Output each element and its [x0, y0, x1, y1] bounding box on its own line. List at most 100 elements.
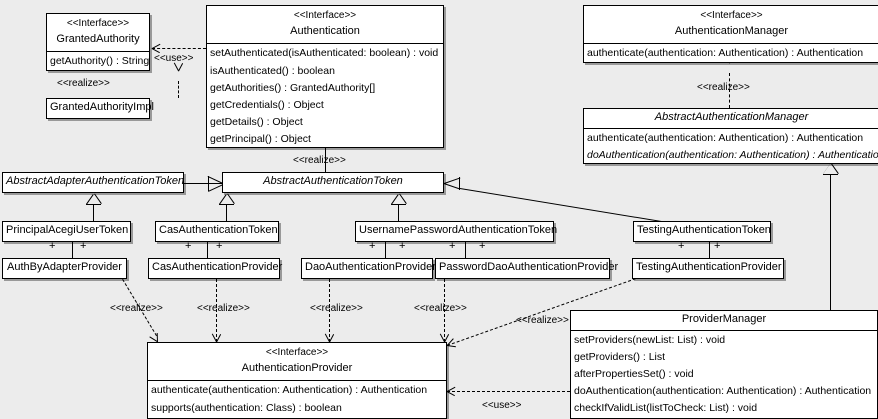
- class-box-authentication-provider[interactable]: <<Interface>> AuthenticationProvider aut…: [147, 342, 447, 419]
- operation-row: afterPropertiesSet() : void: [574, 368, 694, 381]
- realize-connector-password-dao-provider: [444, 279, 445, 342]
- operation-row: isAuthenticated() : boolean: [210, 64, 335, 77]
- class-name-label: TestingAuthenticationToken: [637, 224, 771, 236]
- multiplicity-marker: +: [678, 240, 685, 252]
- generalization-arrowhead: [823, 164, 837, 174]
- class-name-label: GrantedAuthorityImpl: [50, 101, 154, 113]
- class-header-authentication-provider: <<Interface>> AuthenticationProvider: [148, 343, 446, 380]
- realize-label-cas-provider: <<realize>>: [197, 303, 250, 314]
- class-box-principal-acegi-user-token[interactable]: PrincipalAcegiUserToken: [2, 221, 131, 242]
- class-header-cas-authentication-provider: CasAuthenticationProvider: [149, 259, 282, 278]
- generalization-connector-abstract-adapter: [184, 183, 222, 184]
- multiplicity-marker: +: [369, 240, 376, 252]
- realize-connector-abstract-authentication-token: [325, 148, 326, 172]
- multiplicity-marker: +: [216, 240, 223, 252]
- class-name-label: TestingAuthenticationProvider: [636, 261, 782, 273]
- association-connector-cas: [207, 242, 208, 258]
- class-header-auth-by-adapter-provider: AuthByAdapterProvider: [3, 259, 126, 278]
- operation-row: getCredentials() : Object: [210, 98, 324, 111]
- class-name-label: AuthByAdapterProvider: [7, 261, 122, 273]
- realize-arrowhead: [171, 71, 185, 81]
- class-name-label: CasAuthenticationToken: [159, 224, 278, 236]
- operation-row: getAuthority() : String: [50, 55, 149, 68]
- use-connector-provider-manager: [447, 391, 570, 392]
- class-header-granted-authority: <<Interface>> GrantedAuthority: [47, 14, 149, 51]
- operation-row: getDetails() : Object: [210, 115, 303, 128]
- class-name-label: AbstractAuthenticationToken: [263, 175, 403, 187]
- realize-connector-abstract-authentication-manager: [729, 73, 730, 108]
- class-box-provider-manager[interactable]: ProviderManager setProviders(newList: Li…: [570, 310, 878, 419]
- operation-row: supports(authentication: Class) : boolea…: [151, 401, 342, 414]
- operation-row: setAuthenticated(isAuthenticated: boolea…: [210, 47, 439, 60]
- class-header-granted-authority-impl: GrantedAuthorityImpl: [47, 99, 154, 118]
- realize-connector-cas-provider: [216, 279, 217, 342]
- association-connector-password-dao: [465, 242, 466, 258]
- generalization-triangle-edge: [227, 193, 235, 204]
- class-box-cas-authentication-provider[interactable]: CasAuthenticationProvider: [148, 258, 282, 279]
- class-name-label: AbstractAdapterAuthenticationToken: [6, 175, 185, 187]
- generalization-triangle-edge: [219, 204, 234, 205]
- class-operations-authentication-provider: authenticate(authentication: Authenticat…: [148, 381, 446, 417]
- class-header-principal-acegi-user-token: PrincipalAcegiUserToken: [3, 222, 130, 241]
- class-separator: [584, 127, 878, 129]
- stereotype-label: <<Interface>>: [700, 10, 763, 21]
- class-box-authentication[interactable]: <<Interface>> Authentication setAuthenti…: [206, 5, 444, 148]
- generalization-connector-principal-token: [93, 204, 94, 221]
- association-connector-dao: [385, 242, 386, 258]
- generalization-triangle-edge: [86, 194, 94, 205]
- class-box-granted-authority[interactable]: <<Interface>> GrantedAuthority getAuthor…: [46, 13, 150, 71]
- generalization-connector-provider-manager: [830, 174, 831, 311]
- class-header-provider-manager: ProviderManager: [571, 311, 877, 330]
- realize-label-auth-by-adapter: <<realize>>: [110, 303, 163, 314]
- realize-arrow-edge: [446, 345, 456, 348]
- class-box-granted-authority-impl[interactable]: GrantedAuthorityImpl: [46, 98, 154, 119]
- class-name-label: DaoAuthenticationProvider: [305, 261, 436, 273]
- class-box-auth-by-adapter-provider[interactable]: AuthByAdapterProvider: [2, 258, 127, 279]
- class-name-label: UsernamePasswordAuthenticationToken: [359, 224, 558, 236]
- class-box-cas-authentication-token[interactable]: CasAuthenticationToken: [155, 221, 279, 242]
- class-box-testing-authentication-token[interactable]: TestingAuthenticationToken: [633, 221, 771, 242]
- realize-arrow-edge: [156, 332, 158, 342]
- class-box-abstract-adapter-authentication-token[interactable]: AbstractAdapterAuthenticationToken: [2, 172, 184, 193]
- multiplicity-marker: +: [49, 240, 56, 252]
- realize-label-password-dao-provider: <<realize>>: [414, 303, 467, 314]
- class-box-authentication-manager[interactable]: <<Interface>> AuthenticationManager auth…: [583, 5, 878, 63]
- class-box-testing-authentication-provider[interactable]: TestingAuthenticationProvider: [632, 258, 784, 279]
- generalization-triangle-edge: [391, 194, 399, 205]
- operation-row: doAuthentication(authentication: Authent…: [574, 385, 872, 398]
- stereotype-label: <<Interface>>: [265, 347, 329, 358]
- use-label-provider-manager: <<use>>: [482, 400, 522, 411]
- realize-connector-granted-authority-impl: [178, 81, 179, 98]
- association-connector-adapter: [72, 242, 73, 258]
- multiplicity-marker: +: [714, 240, 721, 252]
- realize-label-dao-provider: <<realize>>: [310, 303, 363, 314]
- class-header-testing-authentication-token: TestingAuthenticationToken: [634, 222, 771, 241]
- stereotype-label: <<Interface>>: [293, 10, 357, 21]
- class-separator: [584, 43, 878, 45]
- class-separator: [47, 51, 149, 53]
- stereotype-label: <<Interface>>: [66, 18, 130, 29]
- class-box-abstract-authentication-token[interactable]: AbstractAuthenticationToken: [222, 172, 444, 193]
- generalization-triangle-edge: [391, 204, 406, 205]
- generalization-triangle-edge: [459, 177, 460, 190]
- class-box-username-password-authentication-token[interactable]: UsernamePasswordAuthenticationToken: [355, 221, 558, 242]
- realize-label-testing-provider: <<realize>>: [516, 315, 569, 326]
- class-separator: [207, 43, 443, 45]
- class-header-authentication-manager: <<Interface>> AuthenticationManager: [584, 6, 878, 43]
- class-box-dao-authentication-provider[interactable]: DaoAuthenticationProvider: [301, 258, 436, 279]
- operation-row-abstract: doAuthentication(authentication: Authent…: [587, 149, 878, 162]
- use-connector-authentication-granted-authority: [152, 48, 206, 49]
- class-header-cas-authentication-token: CasAuthenticationToken: [156, 222, 278, 241]
- class-header-abstract-authentication-manager: AbstractAuthenticationManager: [584, 109, 878, 128]
- generalization-connector-cas-token: [226, 204, 227, 221]
- operation-row: checkIfValidList(listToCheck: List) : vo…: [574, 402, 758, 415]
- generalization-triangle-edge: [443, 183, 461, 190]
- class-box-password-dao-authentication-provider[interactable]: PasswordDaoAuthenticationProvider: [435, 258, 618, 279]
- class-header-dao-authentication-provider: DaoAuthenticationProvider: [302, 259, 436, 278]
- class-box-abstract-authentication-manager[interactable]: AbstractAuthenticationManager authentica…: [583, 108, 878, 164]
- class-header-authentication: <<Interface>> Authentication: [207, 6, 443, 43]
- realize-label-authentication: <<realize>>: [293, 155, 346, 166]
- class-header-testing-authentication-provider: TestingAuthenticationProvider: [633, 259, 783, 278]
- class-name-label: PrincipalAcegiUserToken: [6, 224, 129, 236]
